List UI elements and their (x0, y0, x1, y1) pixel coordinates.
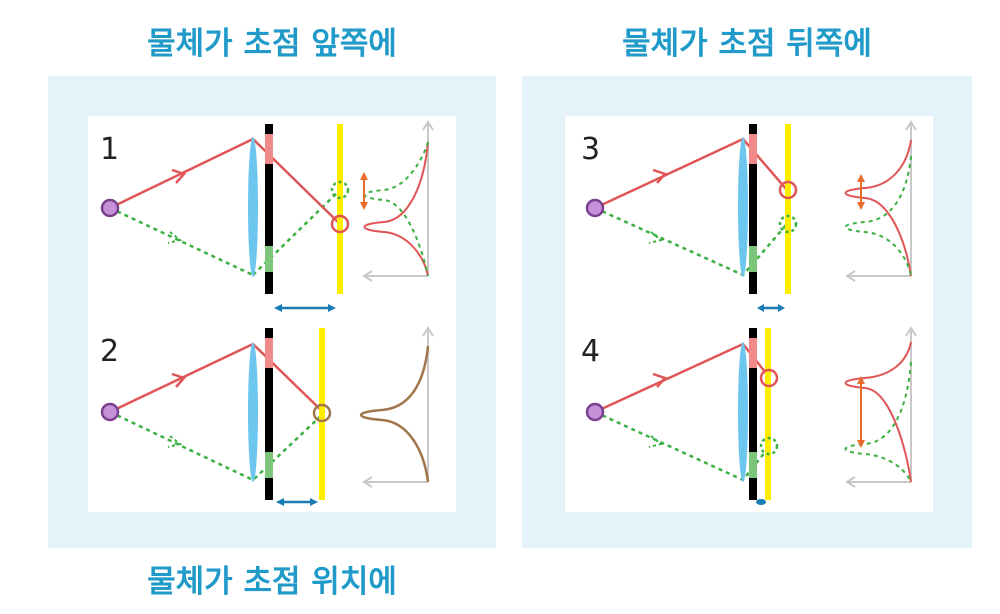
aperture-bar (265, 328, 273, 500)
aperture-bar (749, 328, 757, 500)
orange-arrowhead (857, 202, 865, 210)
optics-diagram-4 (585, 326, 917, 505)
red-ray-arrow (171, 168, 187, 184)
point-source (585, 402, 605, 422)
green-intensity-profile (844, 361, 912, 483)
panel-1: 1 (88, 116, 456, 322)
aperture-red-slit (265, 134, 273, 164)
sensor-screen (765, 328, 771, 500)
aperture-red-slit (749, 338, 757, 368)
aperture-green-slit (749, 452, 757, 478)
aperture-red-slit (265, 338, 273, 368)
intensity-profile (359, 345, 430, 483)
lens (738, 342, 748, 482)
green-ray (109, 206, 254, 277)
red-ray (594, 137, 788, 210)
green-ray-arrow (167, 435, 183, 448)
orange-arrowhead (857, 376, 865, 384)
green-intensity-profile (844, 155, 912, 277)
axis-arrowhead (905, 326, 917, 337)
lens (738, 137, 748, 277)
aperture-bar (265, 124, 273, 294)
red-ray-arrow (171, 372, 187, 388)
panel-2: 2 (88, 322, 456, 512)
point-source (585, 198, 605, 218)
green-ray (109, 410, 325, 482)
orange-arrowhead (360, 172, 368, 180)
optics-diagram-1 (100, 120, 434, 312)
orange-arrowhead (857, 174, 865, 182)
heading-behind-focus: 물체가 초점 뒤쪽에 (622, 26, 872, 62)
red-intensity-profile (363, 141, 429, 277)
blue-arrowhead (276, 498, 284, 506)
aperture-bar (749, 124, 757, 294)
aperture-red-slit (749, 134, 757, 164)
panel-number: 3 (581, 132, 601, 167)
red-ray (109, 342, 325, 414)
panel-3: 3 (565, 116, 933, 322)
orange-arrowhead (360, 202, 368, 210)
heading-at-focus: 물체가 초점 위치에 (147, 564, 397, 600)
aperture-green-slit (265, 246, 273, 272)
panel-number: 4 (581, 334, 601, 369)
lens (248, 342, 258, 482)
red-focus-spot (778, 180, 798, 200)
red-intensity-profile (844, 139, 912, 277)
green-focus-spot (330, 180, 350, 200)
axis-arrowhead (362, 270, 373, 282)
red-focus-spot (759, 368, 779, 388)
axis-arrowhead (905, 120, 917, 131)
green-focus-spot (759, 436, 779, 456)
red-ray (109, 137, 341, 225)
optics-diagram-2 (100, 326, 434, 506)
blue-arrowhead (274, 304, 282, 312)
red-ray-arrow (652, 168, 668, 184)
heading-front-of-focus: 물체가 초점 앞쪽에 (147, 26, 397, 62)
panel-4: 4 (565, 322, 933, 512)
green-ray-arrow (648, 435, 664, 448)
lens (248, 137, 258, 277)
aperture-green-slit (265, 452, 273, 478)
orange-arrowhead (857, 440, 865, 448)
aperture-green-slit (749, 246, 757, 272)
sensor-screen (785, 124, 791, 294)
point-source (100, 198, 120, 218)
panel-number: 2 (100, 334, 120, 369)
sensor-screen (319, 328, 325, 500)
axis-arrowhead (845, 270, 856, 282)
blue-arrowhead (310, 498, 318, 506)
blue-arrowhead (757, 304, 764, 312)
blue-arrowhead (778, 304, 785, 312)
blue-arrowhead (328, 304, 336, 312)
panel-number: 1 (100, 132, 120, 167)
green-ray-arrow (167, 231, 183, 244)
green-intensity-profile (363, 141, 429, 277)
axis-arrowhead (422, 326, 434, 337)
axis-arrowhead (422, 120, 434, 131)
green-focus-spot (778, 214, 798, 234)
green-ray-arrow (648, 231, 664, 244)
red-intensity-profile (844, 341, 912, 483)
sensor-screen (337, 124, 343, 294)
point-source (100, 402, 120, 422)
red-focus-spot (330, 214, 350, 234)
focus-spot (312, 403, 332, 423)
axis-arrowhead (362, 476, 373, 488)
green-ray (594, 206, 788, 277)
red-ray-arrow (652, 372, 668, 388)
blue-distance-marker (756, 499, 766, 505)
optics-diagram-3 (585, 120, 917, 312)
axis-arrowhead (845, 476, 856, 488)
